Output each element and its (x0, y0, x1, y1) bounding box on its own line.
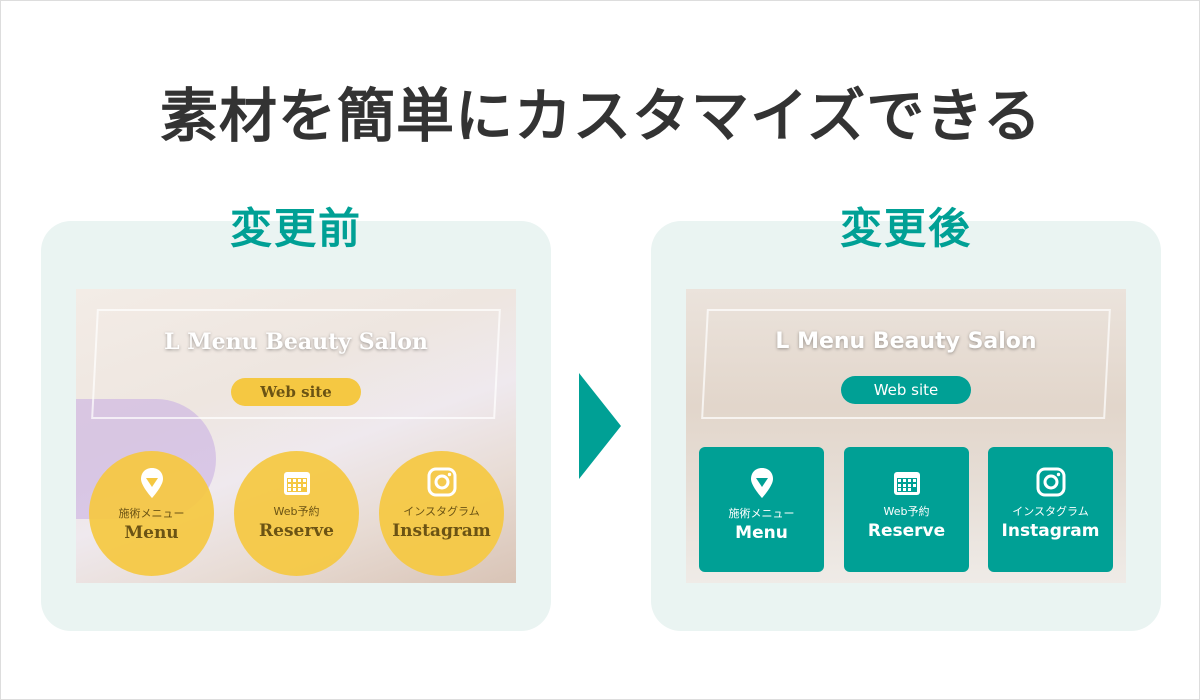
map-pin-icon (140, 468, 163, 498)
headline: 素材を簡単にカスタマイズできる (159, 82, 1043, 150)
calendar-icon (283, 472, 310, 495)
reserve-button[interactable]: Web予約 Reserve (234, 451, 359, 576)
tile-jp-label: Web予約 (273, 505, 320, 518)
tile-jp-label: インスタグラム (1012, 505, 1089, 518)
calendar-icon (893, 472, 920, 495)
after-screenshot: L Menu Beauty Salon Web site 施術メニュー Menu… (686, 289, 1126, 583)
instagram-icon (427, 467, 456, 497)
tile-jp-label: インスタグラム (403, 505, 480, 518)
after-label: 変更後 (839, 204, 972, 253)
tile-en-label: Reserve (259, 521, 334, 541)
tile-jp-label: 施術メニュー (728, 507, 795, 520)
instagram-button[interactable]: インスタグラム Instagram (988, 447, 1113, 572)
tile-en-label: Menu (735, 523, 788, 543)
before-screenshot: L Menu Beauty Salon Web site 施術メニュー Menu… (76, 289, 516, 583)
arrow-right-icon (579, 373, 621, 479)
tile-jp-label: Web予約 (883, 505, 930, 518)
menu-button[interactable]: 施術メニュー Menu (699, 447, 824, 572)
tile-en-label: Instagram (1001, 521, 1100, 541)
tile-en-label: Menu (124, 523, 179, 543)
reserve-button[interactable]: Web予約 Reserve (844, 447, 969, 572)
instagram-button[interactable]: インスタグラム Instagram (379, 451, 504, 576)
tile-en-label: Reserve (867, 521, 946, 541)
website-button[interactable]: Web site (841, 376, 971, 404)
tile-en-label: Instagram (392, 521, 491, 541)
site-title: L Menu Beauty Salon (164, 329, 428, 355)
instagram-icon (1036, 467, 1065, 497)
website-button[interactable]: Web site (231, 378, 361, 406)
tile-jp-label: 施術メニュー (118, 507, 185, 520)
before-label: 変更前 (229, 204, 362, 253)
menu-button[interactable]: 施術メニュー Menu (89, 451, 214, 576)
map-pin-icon (750, 468, 773, 498)
site-title: L Menu Beauty Salon (775, 329, 1037, 354)
